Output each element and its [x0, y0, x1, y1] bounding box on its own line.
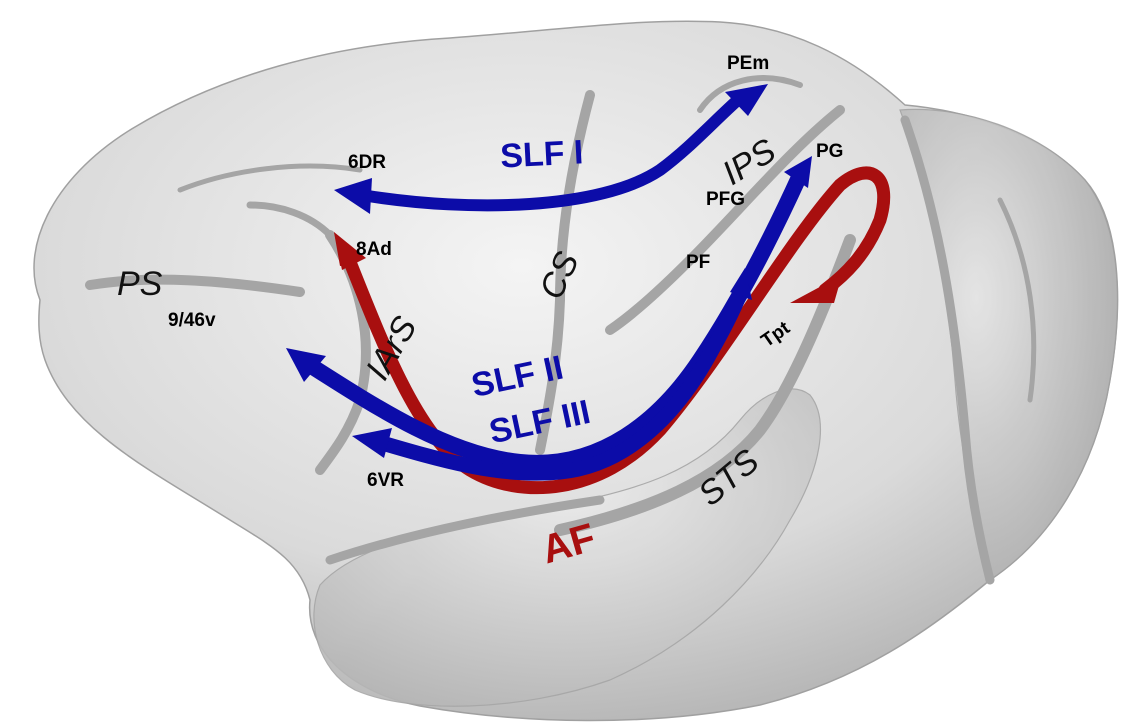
- label-pf: PF: [686, 252, 710, 273]
- label-8ad: 8Ad: [356, 239, 392, 260]
- label-ps: PS: [117, 265, 163, 303]
- label-946v: 9/46v: [168, 310, 216, 331]
- label-slf1: SLF I: [499, 133, 584, 175]
- label-pg: PG: [816, 141, 843, 162]
- label-pem: PEm: [727, 53, 769, 74]
- label-6dr: 6DR: [348, 152, 386, 173]
- label-pfg: PFG: [706, 189, 745, 210]
- label-6vr: 6VR: [367, 470, 404, 491]
